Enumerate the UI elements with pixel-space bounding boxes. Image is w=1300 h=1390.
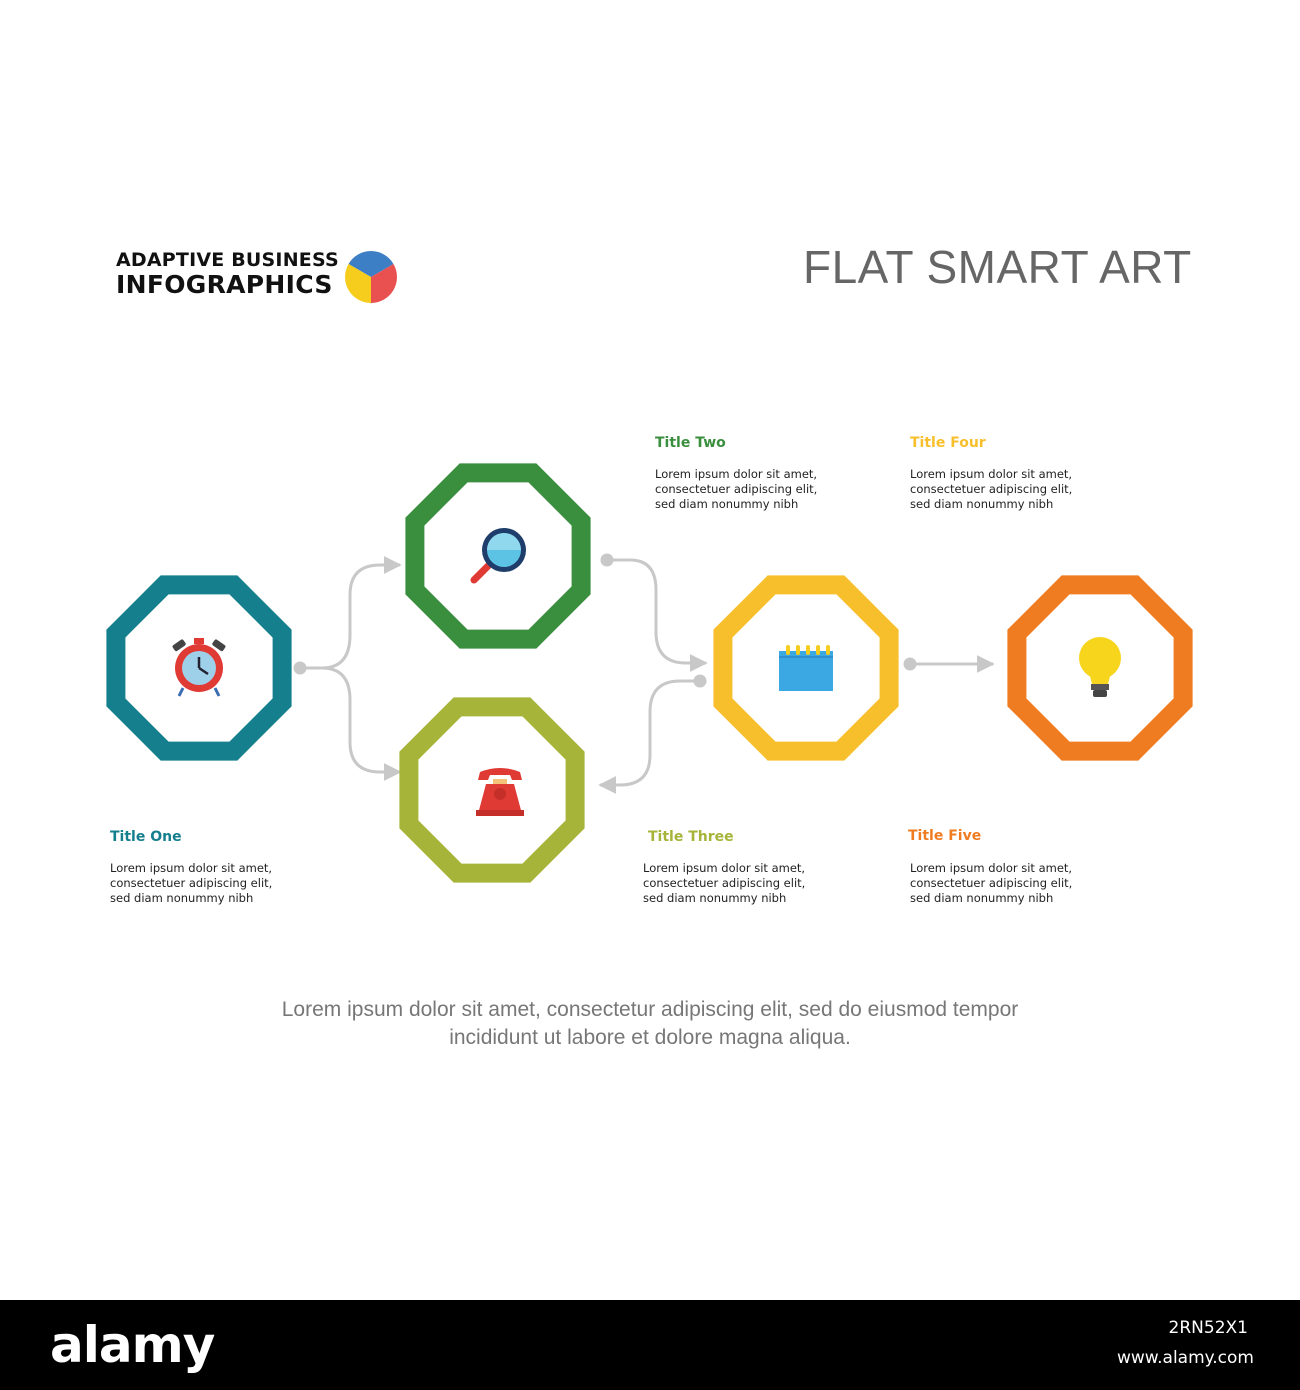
stock-url: www.alamy.com: [1116, 1348, 1254, 1368]
stock-logo: alamy: [50, 1316, 215, 1374]
step-node-three: [399, 697, 585, 883]
brand-title: ADAPTIVE BUSINESS INFOGRAPHICS: [116, 250, 339, 298]
stock-banner: [0, 1300, 1300, 1390]
step-node-five: [1007, 575, 1193, 761]
step-octagon-three: [399, 697, 585, 883]
connector-one-to-two: [300, 556, 402, 670]
step-desc-line: Lorem ipsum dolor sit amet,: [110, 861, 273, 875]
footer-line-1: Lorem ipsum dolor sit amet, consectetur …: [281, 998, 1019, 1021]
footer-caption: Lorem ipsum dolor sit amet, consectetur …: [150, 996, 1150, 1052]
step-node-one: [106, 575, 292, 761]
step-desc-line: consectetuer adipiscing elit,: [643, 876, 806, 890]
step-text-two: Title Two Lorem ipsum dolor sit amet, co…: [655, 435, 855, 512]
alarm-clock-icon: [172, 638, 226, 697]
pie-logo-icon: [345, 251, 397, 303]
step-desc-line: sed diam nonummy nibh: [110, 891, 254, 905]
step-octagon-two: [405, 463, 591, 649]
connector-two-to-four: [607, 558, 708, 672]
step-desc-line: consectetuer adipiscing elit,: [110, 876, 273, 890]
step-desc-line: sed diam nonummy nibh: [910, 891, 1054, 905]
stock-image-id: 2RN52X1: [1168, 1318, 1248, 1338]
step-desc-four: Lorem ipsum dolor sit amet, consectetuer…: [910, 467, 1110, 512]
step-desc-line: sed diam nonummy nibh: [910, 497, 1054, 511]
telephone-icon: [476, 768, 524, 816]
step-desc-line: sed diam nonummy nibh: [643, 891, 787, 905]
step-desc-line: sed diam nonummy nibh: [655, 497, 799, 511]
step-title-two: Title Two: [655, 435, 726, 451]
step-desc-three: Lorem ipsum dolor sit amet, consectetuer…: [643, 861, 843, 906]
step-desc-one: Lorem ipsum dolor sit amet, consectetuer…: [110, 861, 310, 906]
connectors: [293, 553, 995, 794]
brand-line-2: INFOGRAPHICS: [116, 269, 333, 299]
footer-line-2: incididunt ut labore et dolore magna ali…: [449, 1026, 851, 1049]
step-desc-line: Lorem ipsum dolor sit amet,: [910, 861, 1073, 875]
step-octagon-four: [713, 575, 899, 761]
step-desc-line: Lorem ipsum dolor sit amet,: [643, 861, 806, 875]
step-text-one: Title One Lorem ipsum dolor sit amet, co…: [110, 829, 310, 906]
light-bulb-icon: [1079, 637, 1121, 697]
step-desc-line: Lorem ipsum dolor sit amet,: [910, 467, 1073, 481]
step-desc-line: consectetuer adipiscing elit,: [910, 482, 1073, 496]
step-text-three: Title Three Lorem ipsum dolor sit amet, …: [643, 829, 843, 906]
connector-four-to-three: [598, 679, 700, 794]
step-desc-line: consectetuer adipiscing elit,: [655, 482, 818, 496]
connector-one-to-three: [300, 666, 402, 781]
step-desc-line: consectetuer adipiscing elit,: [910, 876, 1073, 890]
step-title-one: Title One: [110, 829, 182, 845]
step-title-four: Title Four: [910, 435, 986, 451]
step-octagon-one: [106, 575, 292, 761]
step-title-three: Title Three: [648, 829, 734, 845]
step-desc-five: Lorem ipsum dolor sit amet, consectetuer…: [910, 861, 1110, 906]
step-text-four: Title Four Lorem ipsum dolor sit amet, c…: [910, 435, 1110, 512]
step-octagon-five: [1007, 575, 1193, 761]
notepad-icon: [779, 645, 833, 691]
page-title: FLAT SMART ART: [803, 241, 1192, 293]
step-node-two: [405, 463, 591, 649]
step-text-five: Title Five Lorem ipsum dolor sit amet, c…: [908, 828, 1110, 906]
step-title-five: Title Five: [908, 828, 982, 844]
step-desc-two: Lorem ipsum dolor sit amet, consectetuer…: [655, 467, 855, 512]
magnifier-icon: [470, 528, 526, 584]
brand-line-1: ADAPTIVE BUSINESS: [116, 249, 339, 271]
step-desc-line: Lorem ipsum dolor sit amet,: [655, 467, 818, 481]
step-node-four: [713, 575, 899, 761]
process-diagram: [106, 463, 1193, 883]
